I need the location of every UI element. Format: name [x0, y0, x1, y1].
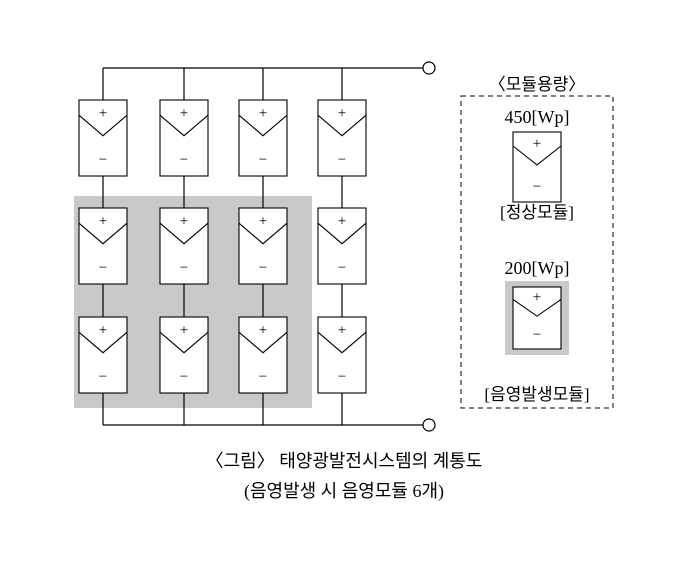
- plus-terminal-label: +: [259, 213, 267, 229]
- plus-terminal-label: +: [338, 105, 346, 121]
- pv-module-body: [238, 99, 288, 177]
- pv-module: +−: [317, 207, 367, 285]
- minus-terminal-label: −: [259, 260, 267, 276]
- pv-module-body: [317, 316, 367, 394]
- plus-terminal-label: +: [259, 105, 267, 121]
- chevron-down-icon: [512, 145, 562, 166]
- pv-module-body: [238, 316, 288, 394]
- legend-shaded-module: +−: [512, 286, 562, 350]
- pv-module: +−: [512, 131, 562, 203]
- minus-terminal-label: −: [180, 260, 188, 276]
- pv-module-body: [512, 286, 562, 350]
- minus-terminal-label: −: [180, 152, 188, 168]
- pv-module: +−: [238, 207, 288, 285]
- minus-terminal-label: −: [338, 369, 346, 385]
- plus-terminal-label: +: [99, 322, 107, 338]
- minus-terminal-label: −: [338, 152, 346, 168]
- pv-module-body: [159, 207, 209, 285]
- figure-caption-line2: (음영발생 시 음영모듈 6개): [244, 481, 444, 502]
- minus-terminal-label: −: [99, 152, 107, 168]
- chevron-down-icon: [317, 114, 367, 137]
- minus-terminal-label: −: [99, 260, 107, 276]
- pv-module: +−: [238, 99, 288, 177]
- legend-title: 〈모듈용량〉: [489, 75, 586, 94]
- top-terminal-icon: [422, 61, 436, 75]
- pv-module: +−: [159, 316, 209, 394]
- normal-module-label: [정상모듈]: [500, 203, 574, 222]
- pv-module: +−: [78, 99, 128, 177]
- chevron-down-icon: [159, 114, 209, 137]
- pv-module: +−: [317, 99, 367, 177]
- figure-caption-line1: 〈그림〉 태양광발전시스템의 계통도: [206, 451, 483, 471]
- bottom-terminal-icon: [422, 418, 436, 432]
- pv-module: +−: [317, 316, 367, 394]
- module-array: +−+−+−+−+−+−+−+−+−+−+−+−: [78, 99, 367, 394]
- plus-terminal-label: +: [533, 289, 541, 305]
- pv-module-body: [159, 99, 209, 177]
- chevron-down-icon: [78, 114, 128, 137]
- pv-module-body: [512, 131, 562, 203]
- plus-terminal-label: +: [180, 322, 188, 338]
- wiring-layer: [102, 68, 343, 425]
- pv-module: +−: [238, 316, 288, 394]
- normal-module-capacity: 450[Wp]: [505, 107, 570, 127]
- plus-terminal-label: +: [533, 136, 541, 152]
- pv-module-body: [159, 316, 209, 394]
- minus-terminal-label: −: [259, 369, 267, 385]
- plus-terminal-label: +: [259, 322, 267, 338]
- shaded-module-capacity: 200[Wp]: [505, 258, 570, 278]
- shaded-module-label: [음영발생모듈]: [484, 385, 589, 404]
- chevron-down-icon: [159, 222, 209, 245]
- legend-normal-module: +−: [512, 131, 562, 203]
- pv-module-body: [317, 99, 367, 177]
- chevron-down-icon: [317, 222, 367, 245]
- plus-terminal-label: +: [180, 213, 188, 229]
- chevron-down-icon: [317, 331, 367, 354]
- pv-module: +−: [159, 99, 209, 177]
- pv-module-body: [78, 207, 128, 285]
- plus-terminal-label: +: [99, 105, 107, 121]
- pv-module-body: [317, 207, 367, 285]
- chevron-down-icon: [238, 114, 288, 137]
- minus-terminal-label: −: [533, 179, 541, 195]
- chevron-down-icon: [512, 298, 562, 317]
- minus-terminal-label: −: [338, 260, 346, 276]
- chevron-down-icon: [238, 331, 288, 354]
- minus-terminal-label: −: [259, 152, 267, 168]
- pv-module-body: [78, 99, 128, 177]
- minus-terminal-label: −: [180, 369, 188, 385]
- plus-terminal-label: +: [338, 213, 346, 229]
- pv-module-body: [78, 316, 128, 394]
- chevron-down-icon: [78, 331, 128, 354]
- chevron-down-icon: [78, 222, 128, 245]
- chevron-down-icon: [159, 331, 209, 354]
- chevron-down-icon: [238, 222, 288, 245]
- pv-module: +−: [159, 207, 209, 285]
- pv-module: +−: [78, 207, 128, 285]
- minus-terminal-label: −: [99, 369, 107, 385]
- plus-terminal-label: +: [338, 322, 346, 338]
- pv-module-body: [238, 207, 288, 285]
- plus-terminal-label: +: [180, 105, 188, 121]
- pv-module: +−: [512, 286, 562, 350]
- plus-terminal-label: +: [99, 213, 107, 229]
- minus-terminal-label: −: [533, 327, 541, 343]
- legend-box: [460, 95, 614, 409]
- legend: 〈모듈용량〉 450[Wp] +− [정상모듈] 200[Wp] +− [음영발…: [460, 75, 614, 409]
- pv-module: +−: [78, 316, 128, 394]
